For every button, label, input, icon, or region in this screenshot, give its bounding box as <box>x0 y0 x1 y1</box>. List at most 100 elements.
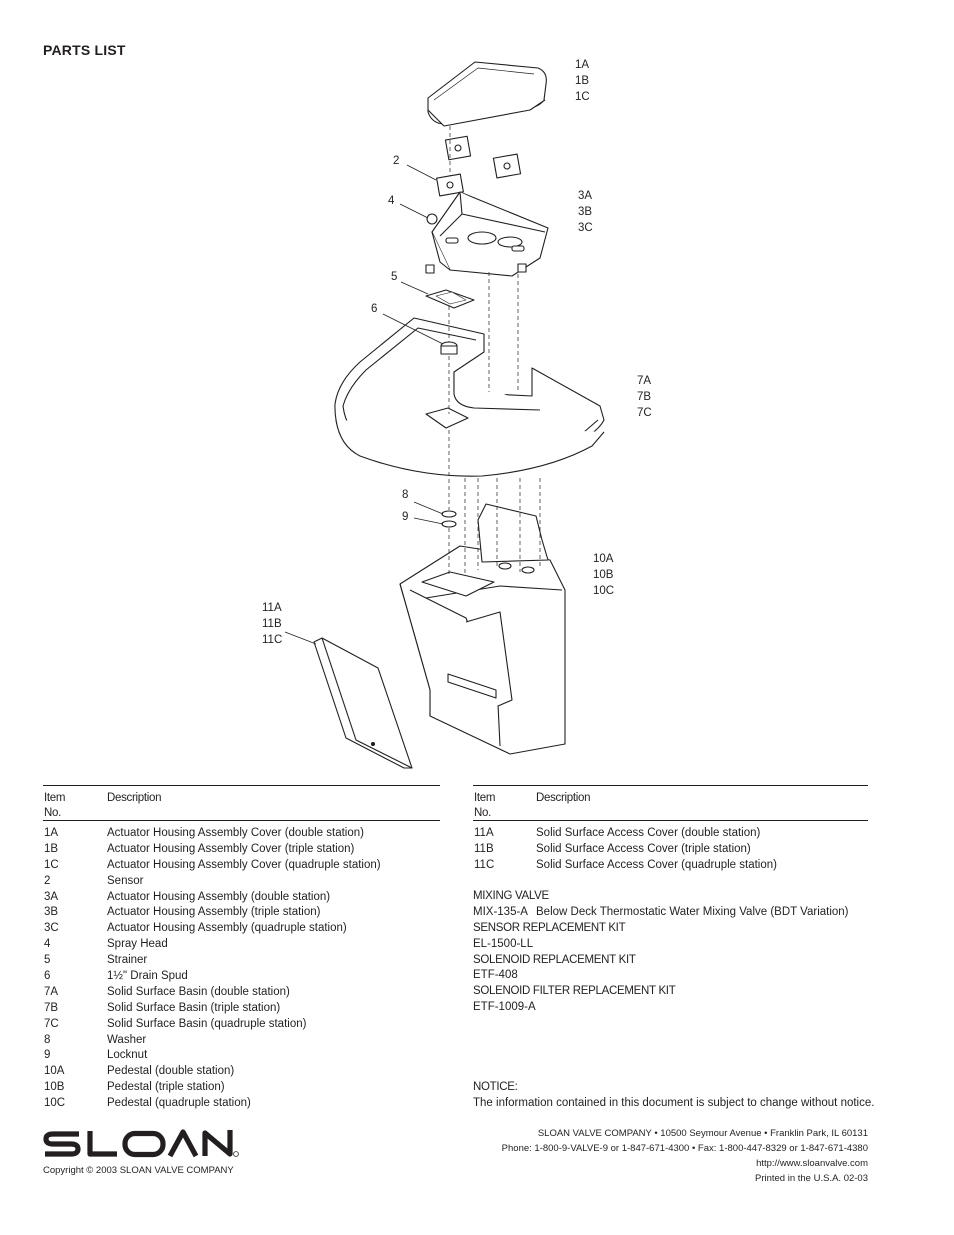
item-description: Actuator Housing Assembly Cover (quadrup… <box>107 858 381 871</box>
notice-text: The information contained in this docume… <box>473 1096 875 1109</box>
table-row: 3C Actuator Housing Assembly (quadruple s… <box>43 921 440 937</box>
item-number: 3C <box>44 922 59 935</box>
item-description: Locknut <box>107 1049 148 1062</box>
print-info: Printed in the U.S.A. 02-03 <box>754 1173 868 1184</box>
item-number: 1C <box>44 858 59 871</box>
table-row: 4 Spray Head <box>43 937 440 953</box>
leader-lines <box>284 164 444 645</box>
item-number: 7B <box>44 1001 59 1014</box>
callout-3: 3A 3B 3C <box>578 190 593 234</box>
item-description: Strainer <box>107 954 148 967</box>
locknut-drawing <box>441 520 457 528</box>
table-row: 8 Washer <box>43 1033 440 1049</box>
housing-cover-drawing <box>427 61 547 127</box>
pedestal-drawing <box>399 503 566 755</box>
item-number: 3A <box>44 890 59 903</box>
basin-drawing <box>334 317 605 477</box>
item-number: 9 <box>44 1049 51 1062</box>
actuator-housing-drawing <box>431 191 549 277</box>
drain-spud-drawing <box>440 341 458 355</box>
table-row: 7B Solid Surface Basin (triple station) <box>43 1001 440 1017</box>
callout-9: 9 <box>402 511 409 523</box>
item-description: Sensor <box>107 874 144 887</box>
kit-item: MIX-135-A Below Deck Thermostatic Water M… <box>473 905 849 921</box>
item-number: 3B <box>44 906 59 919</box>
item-number: 8 <box>44 1033 51 1046</box>
sensor-drawing <box>436 135 522 197</box>
item-description: Solid Surface Access Cover (double stati… <box>536 827 761 839</box>
description-header: Description <box>107 792 162 804</box>
item-number: 5 <box>44 954 51 967</box>
table-header: Item No. Description <box>473 785 868 821</box>
spray-head-drawing <box>426 213 438 225</box>
access-cover-drawing <box>313 637 413 769</box>
callout-10: 10A 10B 10C <box>593 553 615 597</box>
item-number: 7C <box>44 1017 59 1030</box>
kit-code: ETF-1009-A <box>473 1001 536 1014</box>
item-number: 11B <box>474 842 494 855</box>
table-row: 11B Solid Surface Access Cover (triple st… <box>473 842 868 858</box>
item-number: 1A <box>44 827 59 839</box>
callout-5: 5 <box>391 271 398 283</box>
kit-code: EL-1500-LL <box>473 937 534 950</box>
item-number: 1B <box>44 842 59 855</box>
item-description: Pedestal (quadruple station) <box>107 1097 251 1110</box>
callout-4: 4 <box>388 195 395 207</box>
item-number: 4 <box>44 938 51 951</box>
item-no-header: Item No. <box>474 792 496 819</box>
company-info: SLOAN VALVE COMPANY • 10500 Seymour Aven… <box>502 1126 868 1186</box>
exploded-parts-diagram <box>284 61 605 769</box>
callout-8: 8 <box>402 489 409 501</box>
kit-code: MIX-135-A <box>473 905 528 918</box>
kit-heading: SOLENOID REPLACEMENT KIT <box>473 953 636 966</box>
notice-heading: NOTICE: <box>473 1081 518 1093</box>
table-row: 5 Strainer <box>43 953 440 969</box>
kit-description: Below Deck Thermostatic Water Mixing Val… <box>536 905 849 918</box>
item-description: Solid Surface Access Cover (triple stati… <box>536 842 751 855</box>
item-description: Actuator Housing Assembly (triple statio… <box>107 906 321 919</box>
item-description: Solid Surface Basin (triple station) <box>107 1001 281 1014</box>
item-number: 6 <box>44 970 51 983</box>
item-description: Solid Surface Access Cover (quadruple st… <box>536 858 777 871</box>
replacement-kits: MIXING VALVE MIX-135-A Below Deck Thermos… <box>473 889 849 1016</box>
table-row: 1B Actuator Housing Assembly Cover (tripl… <box>43 842 440 858</box>
item-description: Actuator Housing Assembly Cover (triple … <box>107 842 355 855</box>
strainer-drawing <box>425 289 475 309</box>
table-row: 9 Locknut <box>43 1048 440 1064</box>
item-no-header: Item No. <box>44 792 66 819</box>
callout-7: 7A 7B 7C <box>637 375 652 419</box>
page-title: PARTS LIST <box>43 42 126 58</box>
item-number: 10B <box>44 1081 65 1094</box>
item-number: 11C <box>474 858 495 871</box>
company-website: http://www.sloanvalve.com <box>756 1158 868 1169</box>
item-description: Spray Head <box>107 938 168 951</box>
copyright: Copyright © 2003 SLOAN VALVE COMPANY <box>43 1165 234 1176</box>
callout-1: 1A 1B 1C <box>575 59 590 103</box>
table-row: 11C Solid Surface Access Cover (quadruple… <box>473 858 868 874</box>
item-description: Pedestal (double station) <box>107 1065 235 1078</box>
item-description: Washer <box>107 1033 147 1046</box>
company-phone: Phone: 1-800-9-VALVE-9 or 1-847-671-4300… <box>501 1143 868 1154</box>
washer-drawing <box>441 510 457 518</box>
table-row: 3B Actuator Housing Assembly (triple stat… <box>43 905 440 921</box>
alignment-lines <box>448 126 541 574</box>
item-number: 7A <box>44 985 59 998</box>
kit-heading: MIXING VALVE <box>473 890 549 902</box>
table-header: Item No. Description <box>43 785 440 821</box>
company-address: SLOAN VALVE COMPANY • 10500 Seymour Aven… <box>537 1128 868 1139</box>
item-description: Solid Surface Basin (double station) <box>107 985 290 998</box>
callout-11: 11A 11B 11C <box>262 602 283 646</box>
table-row: 7A Solid Surface Basin (double station) <box>43 985 440 1001</box>
item-description: Actuator Housing Assembly (quadruple sta… <box>107 922 347 935</box>
notice: NOTICE: The information contained in thi… <box>473 1080 874 1112</box>
table-row: 1C Actuator Housing Assembly Cover (quadr… <box>43 858 440 874</box>
